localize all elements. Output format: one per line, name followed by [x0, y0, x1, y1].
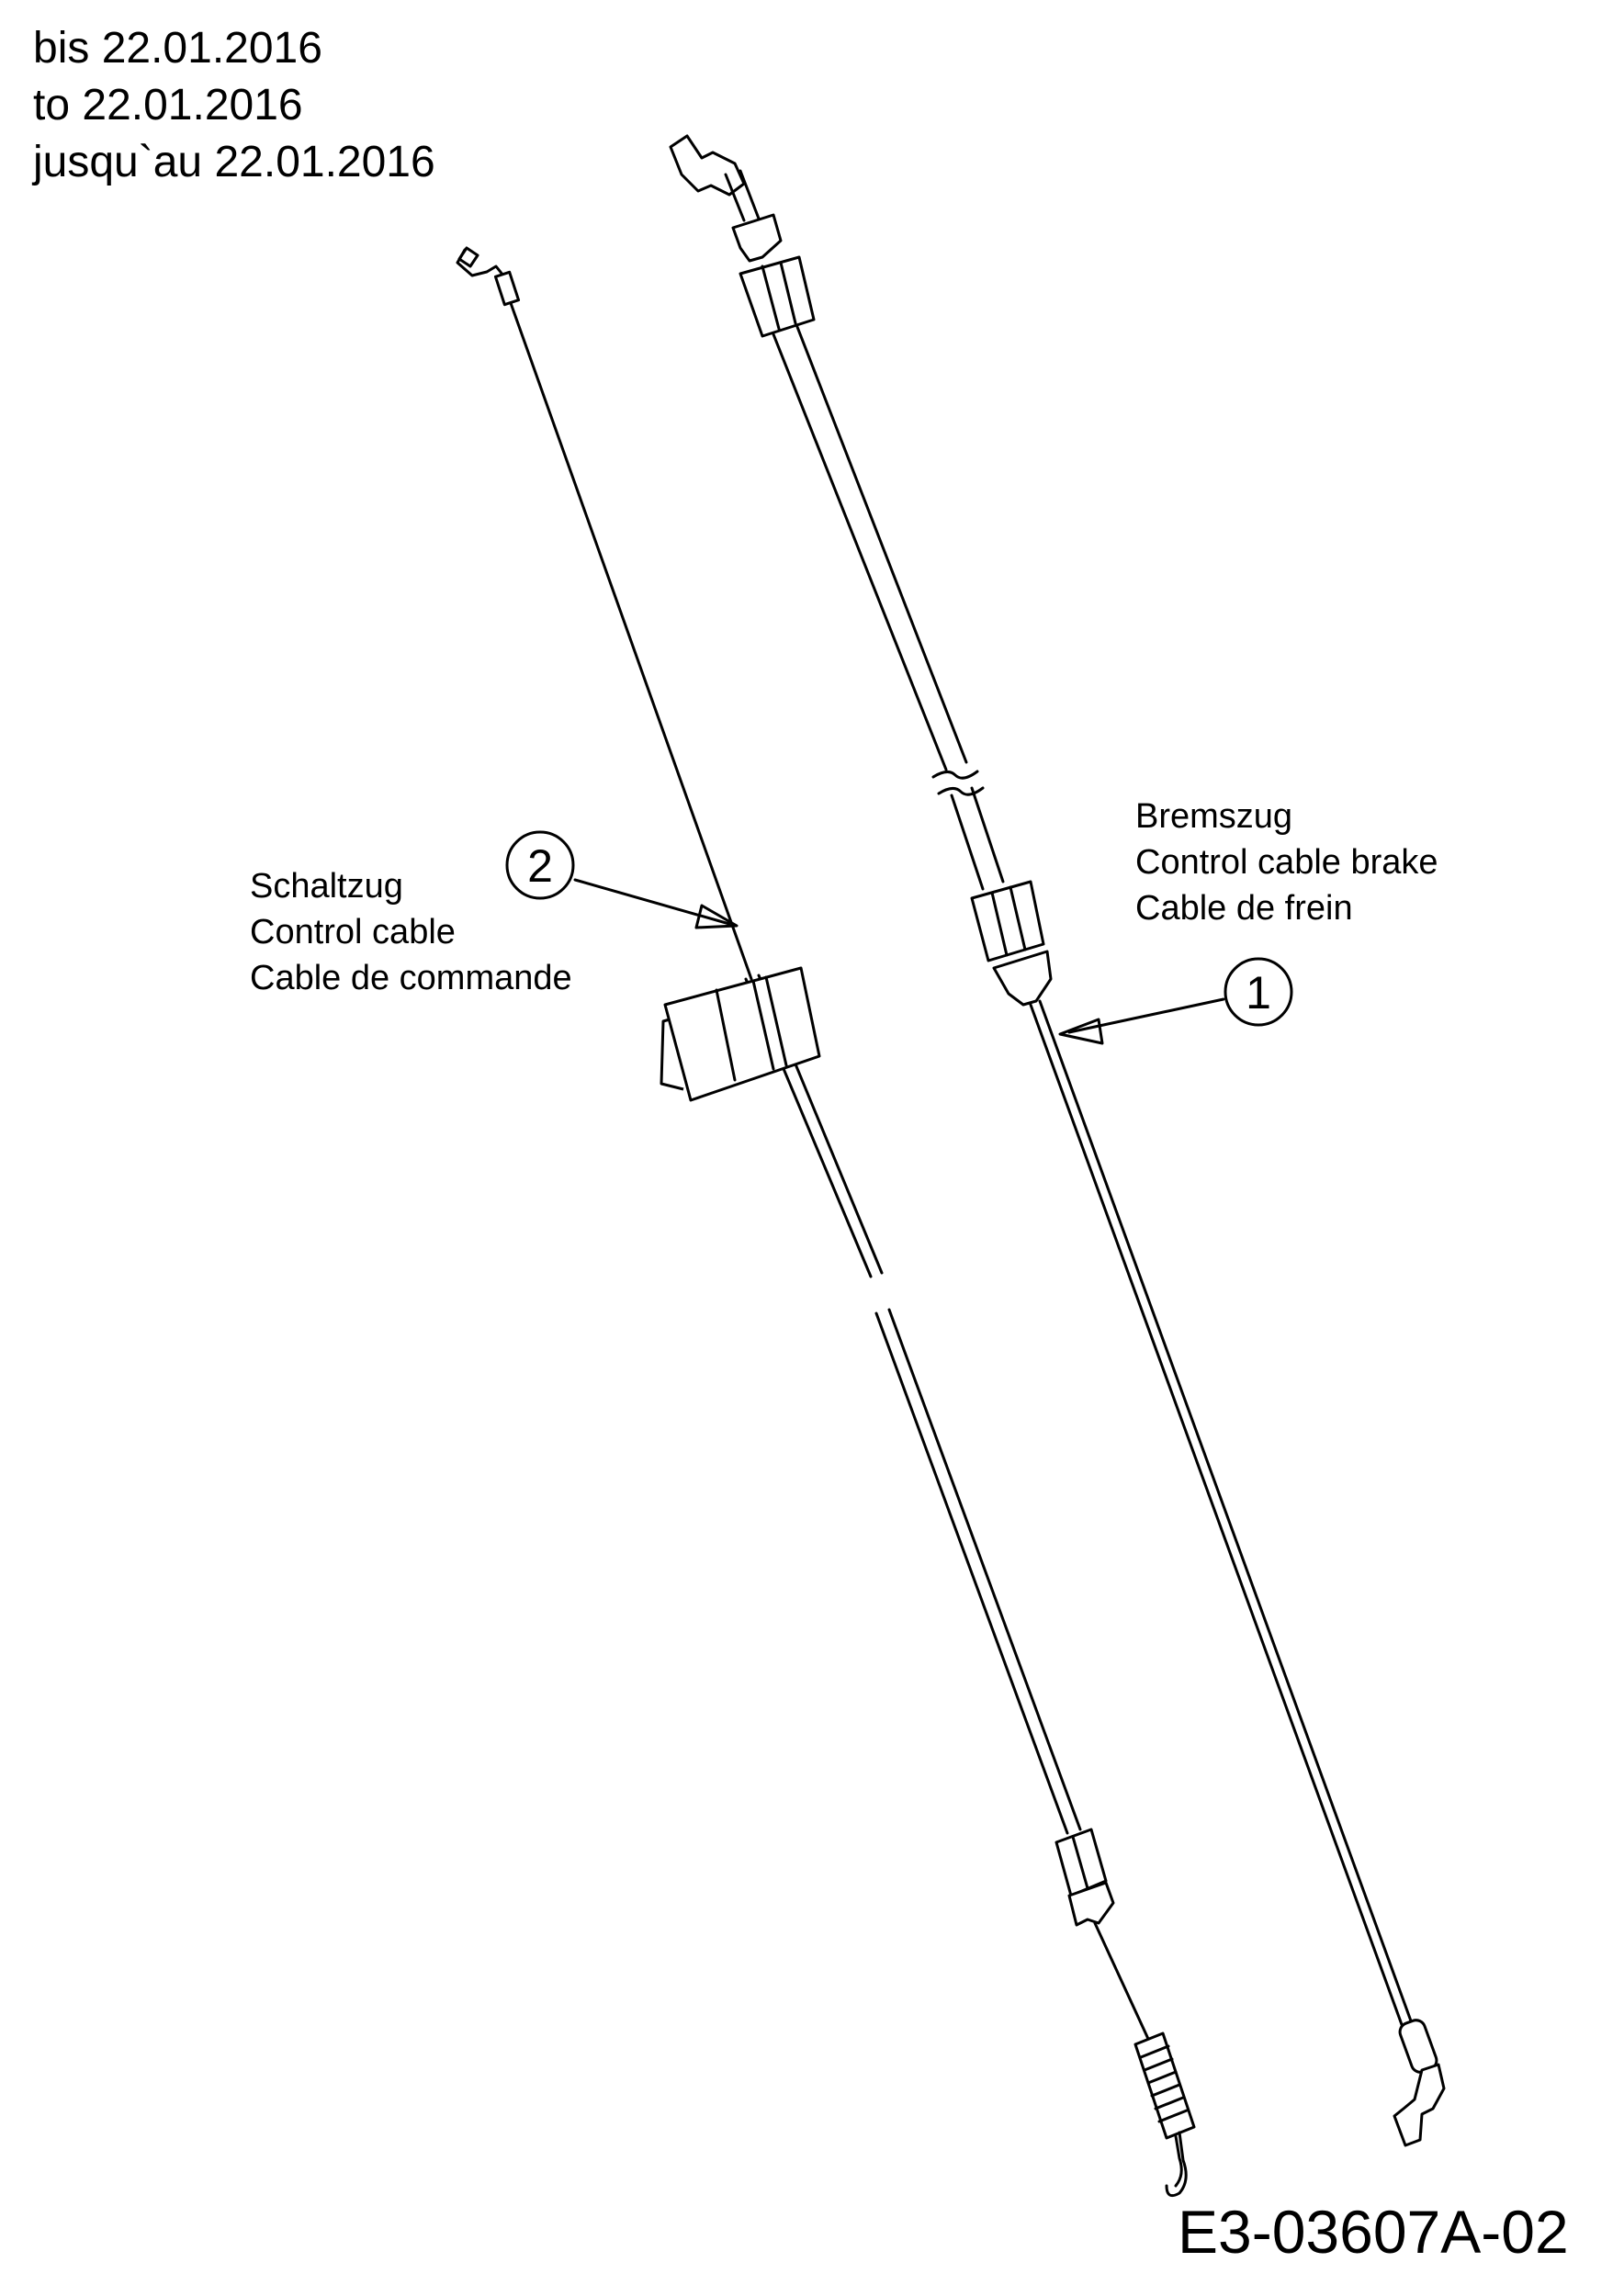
- break-mark-lower: [937, 786, 985, 796]
- callout-1: 1: [1058, 957, 1293, 1045]
- cable-1-sheath-right: [795, 325, 968, 764]
- cable-1-sheath-left: [772, 332, 948, 771]
- control-cable-2: [456, 246, 1196, 2198]
- part-1-label-fr: Cable de frein: [1135, 889, 1353, 928]
- cable-1-top-hook: [669, 134, 746, 197]
- clip-rib-2: [751, 979, 775, 1071]
- brake-cable-1: [669, 134, 1446, 2147]
- clip-rib-3: [764, 975, 788, 1067]
- cable-1-top-wire-right: [739, 169, 761, 220]
- cable-2-lower-sheath-right: [887, 1308, 1082, 1831]
- spring-coils: [1139, 2044, 1189, 2123]
- part-1-label-en: Control cable brake: [1135, 843, 1438, 882]
- callout-1-circle: [1224, 957, 1293, 1027]
- part-1-label-de: Bremszug: [1135, 797, 1293, 836]
- cable-1-inner-wire-left: [1029, 1003, 1405, 2032]
- cable-2-bottom-adjuster: [1054, 1828, 1115, 1927]
- part-2-label-en: Control cable: [250, 913, 456, 951]
- cable-1-lower-nut-edge-2: [1009, 885, 1027, 951]
- cable-1-top-nut-edge-2: [779, 261, 797, 325]
- cable-1-top-clip: [731, 213, 783, 263]
- adjuster-clip: [1067, 1881, 1115, 1927]
- cable-2-lower-sheath-left: [874, 1311, 1069, 1835]
- clip-body: [663, 966, 821, 1102]
- callout-1-arrowhead: [1058, 1018, 1104, 1045]
- cable-1-top-nut-edge-1: [761, 264, 781, 331]
- part-2-label-fr: Cable de commande: [250, 959, 572, 997]
- cable-1-lower-clip: [992, 950, 1053, 1007]
- cable-2-inner-wire: [509, 301, 753, 981]
- cable-1-top-wire-left: [724, 173, 746, 222]
- callout-1-leader: [1067, 997, 1225, 1034]
- cable-2-end-hook: [1165, 2131, 1188, 2198]
- cable-1-bottom-hook: [1393, 2063, 1446, 2147]
- cable-2-top-ferrule: [493, 270, 521, 307]
- cable-2-lower-wire: [1093, 1921, 1150, 2041]
- adjuster-nut-edge: [1071, 1835, 1089, 1890]
- validity-line-en: to 22.01.2016: [33, 81, 303, 129]
- cable-2-top-hook-tip: [457, 246, 479, 268]
- cable-2-clip: [660, 966, 821, 1102]
- cable-1-inner-wire-right: [1038, 999, 1415, 2028]
- cable-1-lower-nut: [970, 880, 1045, 962]
- validity-line-de: bis 22.01.2016: [33, 24, 322, 73]
- cable-2-spring: [1133, 2032, 1196, 2140]
- callout-2-circle: [505, 830, 575, 900]
- callout-2-leader: [573, 878, 731, 926]
- cable-1-lower-sheath-right: [970, 786, 1005, 884]
- callout-2-arrowhead: [694, 904, 739, 929]
- cable-1-lower-sheath-left: [950, 793, 985, 891]
- clip-rib-1: [715, 988, 737, 1082]
- spring-body: [1133, 2032, 1196, 2140]
- part-2-label-de: Schaltzug: [250, 867, 403, 906]
- drawing-code: E3-03607A-02: [1178, 2198, 1569, 2266]
- break-mark-upper: [931, 770, 979, 780]
- callout-2-number: 2: [527, 840, 553, 892]
- callout-1-number: 1: [1246, 967, 1271, 1019]
- callout-2: 2: [505, 830, 739, 929]
- validity-line-fr: jusqu`au 22.01.2016: [33, 138, 435, 186]
- cable-2-end-hook-inner: [1174, 2134, 1183, 2188]
- cable-2-top-hook: [456, 248, 505, 277]
- cable-1-lower-nut-edge-1: [990, 891, 1009, 957]
